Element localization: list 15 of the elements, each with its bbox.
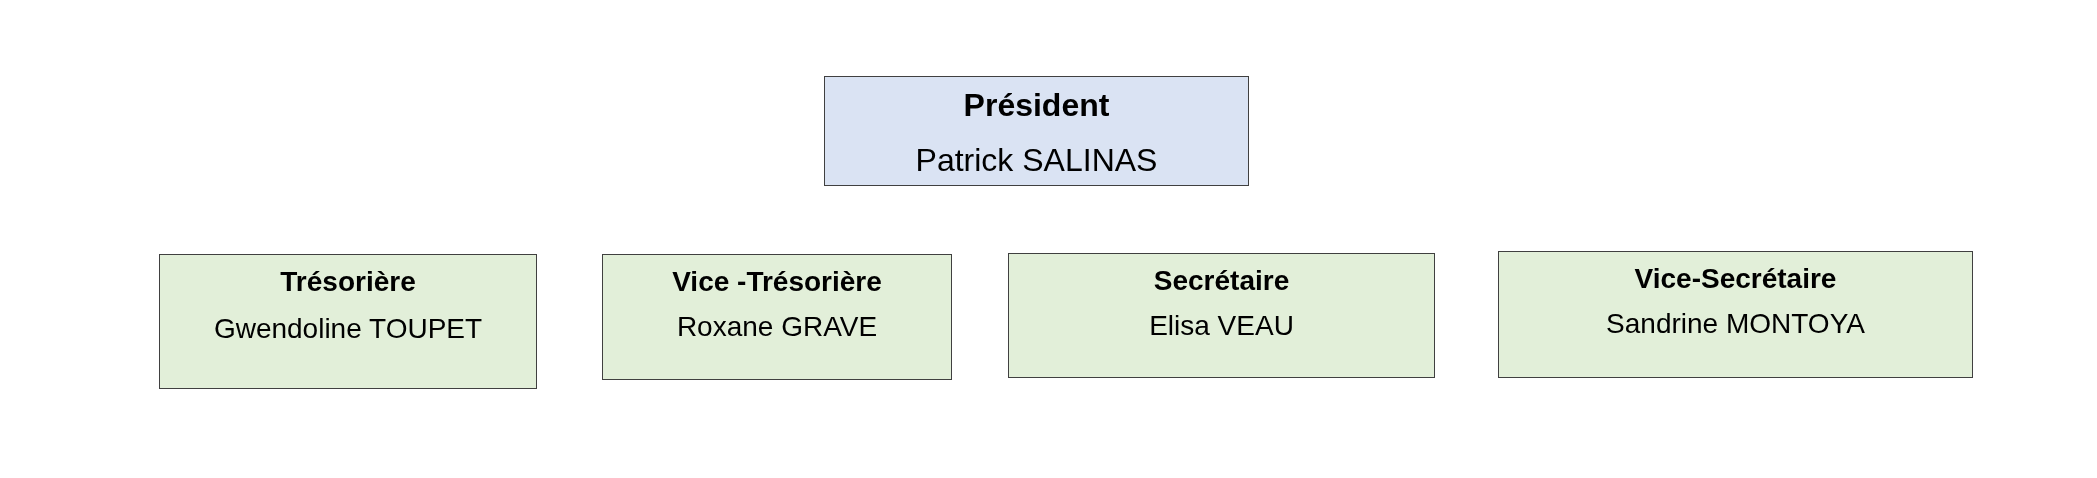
person-name: Patrick SALINAS [915, 141, 1158, 180]
role-title: Président [963, 86, 1110, 125]
position-box [602, 254, 952, 380]
position-box [159, 254, 537, 389]
position-box [1008, 253, 1435, 378]
position-box [1498, 251, 1973, 378]
person-name: Sandrine MONTOYA [1606, 306, 1865, 341]
person-name: Roxane GRAVE [676, 309, 878, 344]
role-title: Vice -Trésorière [672, 265, 882, 299]
person-name: Elisa VEAU [1149, 308, 1294, 343]
position-box [824, 76, 1249, 186]
role-title: Secrétaire [1153, 264, 1290, 298]
role-title: Vice-Secrétaire [1634, 262, 1837, 296]
person-name: Gwendoline TOUPET [213, 311, 483, 346]
role-title: Trésorière [280, 265, 416, 299]
